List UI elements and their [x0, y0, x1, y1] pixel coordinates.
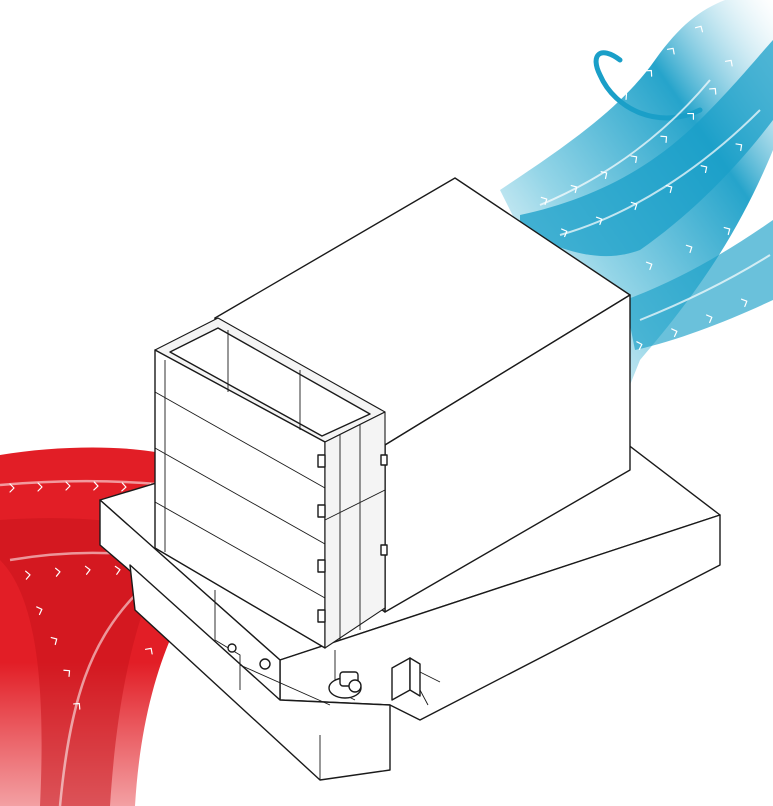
chevron-right-icon	[600, 171, 608, 180]
chevron-right-icon	[144, 647, 153, 655]
chevron-right-icon	[9, 483, 15, 493]
chevron-right-icon	[706, 314, 713, 324]
cold-airflow-stream	[500, 0, 773, 390]
chevron-right-icon	[84, 565, 91, 575]
chevron-right-icon	[723, 226, 731, 236]
chevron-right-icon	[666, 47, 675, 55]
panel-divider-3	[154, 501, 326, 599]
chevron-right-icon	[93, 481, 99, 491]
valve	[259, 658, 271, 670]
chevron-right-icon	[740, 298, 748, 308]
chevron-right-icon	[595, 216, 603, 226]
chevron-right-icon	[154, 687, 164, 695]
chevron-right-icon	[700, 165, 708, 174]
chevron-right-icon	[671, 328, 678, 338]
cold-airflow-arrows	[540, 25, 748, 351]
chevron-right-icon	[114, 565, 121, 575]
frame-side-rail	[324, 411, 386, 649]
chevron-right-icon	[162, 727, 172, 734]
chevron-right-icon	[636, 341, 643, 351]
cold-stream-band-lower	[625, 220, 773, 350]
chevron-right-icon	[645, 69, 653, 77]
chevron-right-icon	[65, 481, 71, 491]
chevron-right-icon	[660, 135, 668, 143]
chevron-right-icon	[645, 261, 653, 271]
chevron-right-icon	[694, 25, 704, 33]
chevron-right-icon	[687, 112, 695, 120]
supply-pipe	[239, 664, 331, 706]
side-fittings	[317, 454, 388, 623]
chevron-right-icon	[665, 184, 673, 194]
chevron-right-icon	[36, 606, 43, 616]
chevron-right-icon	[54, 567, 61, 577]
chevron-right-icon	[50, 636, 58, 646]
cold-stream-curl	[593, 50, 703, 121]
chevron-right-icon	[63, 669, 71, 677]
valve-2	[227, 643, 237, 653]
recirculation-pump	[328, 671, 362, 699]
frame-top-opening	[169, 327, 371, 437]
chevron-right-icon	[37, 482, 43, 492]
panel-divider-1	[154, 391, 326, 489]
chevron-right-icon	[73, 702, 81, 710]
chevron-right-icon	[570, 184, 578, 194]
chevron-right-icon	[121, 482, 127, 492]
wetted-media-frame	[154, 317, 388, 649]
chevron-right-icon	[25, 570, 31, 580]
cold-stream-streak	[539, 79, 771, 321]
chevron-right-icon	[630, 201, 638, 211]
chevron-right-icon	[724, 59, 733, 67]
control-panel	[391, 657, 441, 706]
lower-plinth	[129, 564, 391, 781]
panel-divider-2	[154, 447, 326, 545]
chevron-right-icon	[630, 155, 638, 164]
chevron-right-icon	[561, 228, 568, 238]
chevron-right-icon	[620, 92, 628, 100]
side-rail-cross	[324, 489, 386, 521]
chevron-right-icon	[709, 87, 717, 95]
chevron-right-icon	[685, 244, 693, 254]
chevron-right-icon	[735, 143, 743, 152]
chevron-right-icon	[540, 196, 548, 206]
cold-stream-band-dark	[520, 40, 773, 257]
frame-bottom-edge	[154, 547, 326, 649]
